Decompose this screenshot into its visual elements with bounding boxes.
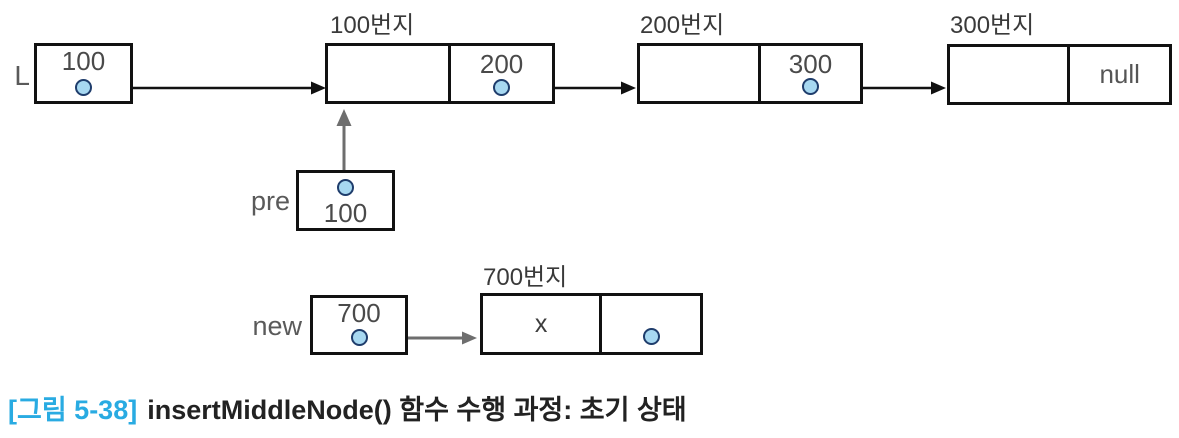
node-700-data-value: x — [534, 309, 548, 338]
new-pointer-dot — [350, 329, 368, 346]
head-pointer-value: 100 — [61, 46, 106, 76]
head-pointer-label: L — [14, 60, 30, 91]
node-100-data-cell — [328, 46, 452, 101]
node-700-link-dot — [642, 328, 660, 345]
node-200-link-value: 300 — [788, 49, 833, 79]
node-300-link-value: null — [1099, 59, 1140, 89]
figure-caption-tag: [그림 5-38] — [8, 395, 138, 425]
new-pointer-box: 700 — [310, 295, 408, 355]
node-300-link-cell: null — [1070, 47, 1169, 102]
new-pointer-label: new — [252, 311, 302, 341]
new-pointer-value: 700 — [337, 298, 381, 328]
node-700-link-cell — [602, 296, 700, 352]
node-200-address-label: 200번지 — [640, 12, 725, 39]
node-200-data-cell — [640, 46, 761, 101]
node-300-data-cell — [950, 47, 1071, 102]
pre-pointer-label: pre — [250, 186, 290, 216]
node-100-link-cell: 200 — [451, 46, 552, 101]
node-100-address-label: 100번지 — [330, 12, 415, 39]
node-200-link-cell: 300 — [761, 46, 860, 101]
node-700-address-label: 700번지 — [483, 264, 568, 291]
node-300: null — [947, 44, 1172, 105]
head-pointer-box: 100 — [34, 43, 133, 104]
node-200: 300 — [637, 43, 863, 104]
pre-pointer-dot — [337, 179, 354, 196]
figure-caption-text: insertMiddleNode() 함수 수행 과정: 초기 상태 — [147, 395, 687, 425]
pre-pointer-box: 100 — [296, 170, 395, 231]
node-700: x — [480, 293, 703, 355]
node-700-data-cell: x — [483, 296, 603, 352]
head-pointer-dot — [75, 79, 92, 96]
node-200-link-dot — [802, 78, 819, 95]
figure-caption: [그림 5-38] insertMiddleNode() 함수 수행 과정: 초기… — [8, 388, 687, 427]
node-100: 200 — [325, 43, 555, 104]
pre-pointer-value: 100 — [323, 198, 368, 228]
node-100-link-value: 200 — [479, 49, 524, 79]
node-100-link-dot — [493, 79, 511, 96]
node-300-address-label: 300번지 — [950, 12, 1035, 39]
